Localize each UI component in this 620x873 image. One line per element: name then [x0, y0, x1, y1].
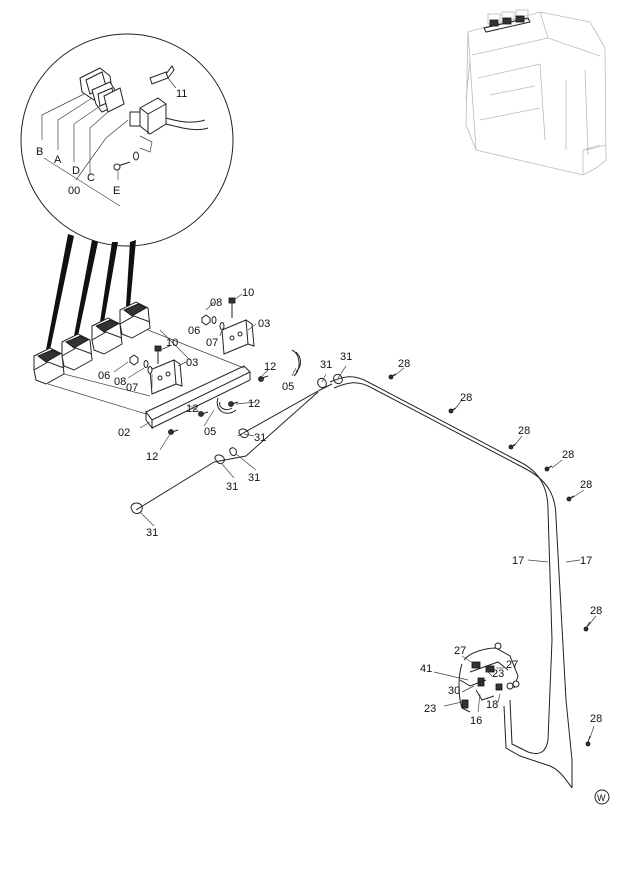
- corner-mark: W: [594, 789, 610, 805]
- leader-lines: [113, 293, 597, 739]
- detail-labels: B A D 00 C E 11: [36, 88, 187, 197]
- label-31-d: 31: [226, 481, 238, 493]
- lamp-assembly: [33, 297, 301, 435]
- label-16: 16: [470, 715, 482, 727]
- label-05-left: 05: [204, 426, 216, 438]
- detail-label-d: D: [72, 165, 80, 177]
- label-10-lower: 10: [166, 337, 178, 349]
- label-28-d: 28: [562, 449, 574, 461]
- label-30: 30: [448, 685, 460, 697]
- detail-circle: [20, 33, 234, 247]
- label-10-upper: 10: [242, 287, 254, 299]
- detail-label-11: 11: [176, 88, 187, 100]
- label-31-f: 31: [146, 527, 158, 539]
- label-23-lower: 23: [424, 703, 436, 715]
- label-12-mid: 12: [248, 398, 260, 410]
- callout-wedges: [46, 234, 136, 350]
- label-31-e: 31: [248, 472, 260, 484]
- label-07-upper: 07: [206, 337, 218, 349]
- label-31-c: 31: [254, 432, 266, 444]
- label-05-right: 05: [282, 381, 294, 393]
- label-23-upper: 23: [492, 668, 504, 680]
- label-08-upper: 08: [210, 297, 222, 309]
- label-12-left: 12: [186, 403, 198, 415]
- label-28-f: 28: [590, 605, 602, 617]
- label-28-e: 28: [580, 479, 592, 491]
- label-17-left: 17: [512, 555, 524, 567]
- cab-outline: [465, 9, 607, 176]
- label-02: 02: [118, 427, 130, 439]
- label-07-lower: 07: [126, 382, 138, 394]
- label-41: 41: [420, 663, 432, 675]
- label-31-a: 31: [320, 359, 332, 371]
- corner-mark-letter: W: [597, 793, 606, 803]
- label-28-g: 28: [590, 713, 602, 725]
- label-27-right: 27: [506, 659, 518, 671]
- label-28-c: 28: [518, 425, 530, 437]
- detail-label-c: C: [87, 172, 95, 184]
- label-31-b: 31: [340, 351, 352, 363]
- label-03-lower: 03: [186, 357, 198, 369]
- detail-label-a: A: [54, 154, 62, 166]
- label-03-upper: 03: [258, 318, 270, 330]
- label-06-upper: 06: [188, 325, 200, 337]
- detail-label-00: 00: [68, 185, 80, 197]
- label-28-b: 28: [460, 392, 472, 404]
- detail-label-b: B: [36, 146, 43, 158]
- label-12-right: 12: [264, 361, 276, 373]
- label-12-bottom: 12: [146, 451, 158, 463]
- label-27-left: 27: [454, 645, 466, 657]
- label-18: 18: [486, 699, 498, 711]
- label-28-a: 28: [398, 358, 410, 370]
- part-labels: 10 08 06 03 07 10 03 06 08 07 12 05 12 0…: [98, 287, 602, 727]
- label-17-right: 17: [580, 555, 592, 567]
- label-08-lower: 08: [114, 376, 126, 388]
- detail-label-e: E: [113, 185, 120, 197]
- label-06-lower: 06: [98, 370, 110, 382]
